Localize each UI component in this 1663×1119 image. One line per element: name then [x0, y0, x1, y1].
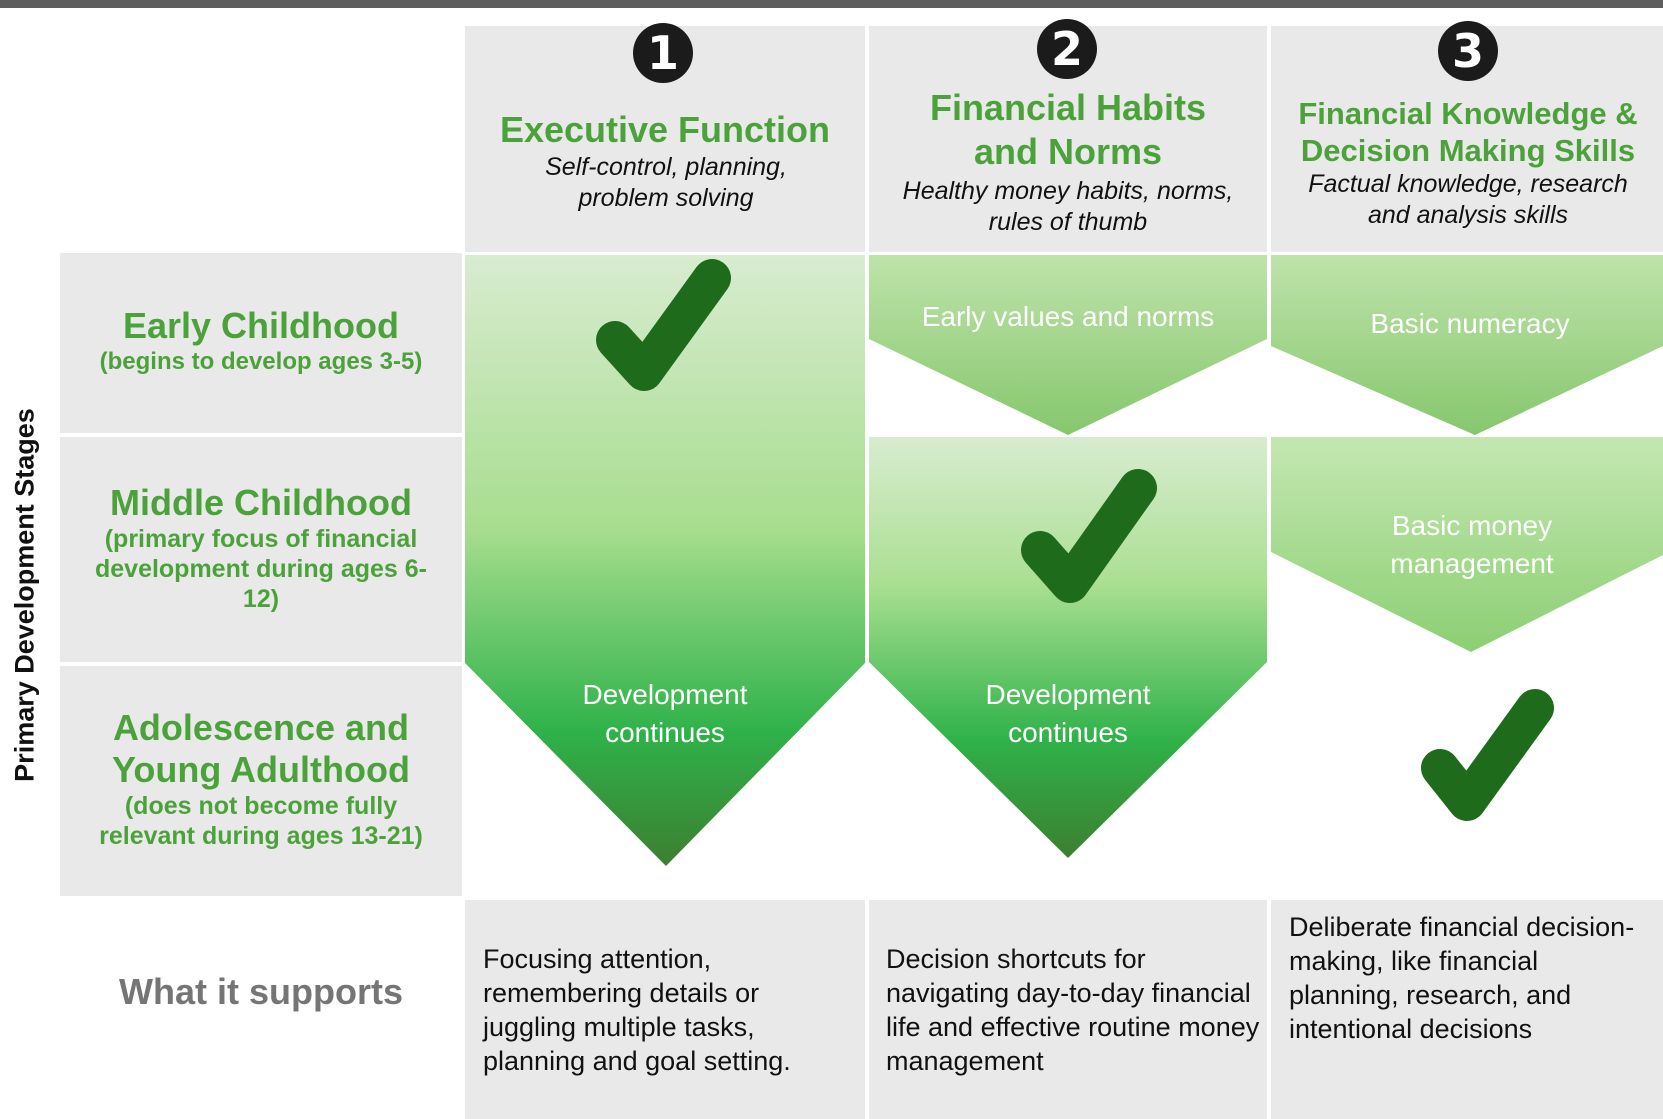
support-box-3 [1271, 900, 1663, 1119]
supports-text: Deliberate financial decision-making, li… [1289, 912, 1635, 1044]
stage-subtitle: (does not become fully relevant during a… [99, 792, 423, 850]
stage-title: Early Childhood [122, 305, 399, 346]
stage-box-early [60, 253, 462, 433]
support-box-1 [465, 900, 865, 1119]
stage-adolescence: Adolescence and Young Adulthood (does no… [82, 707, 440, 851]
arrow-text: Basic numeracy [1370, 308, 1570, 339]
stage-subtitle: (begins to develop ages 3-5) [99, 348, 423, 375]
stage-title: Adolescence and Young Adulthood [112, 707, 410, 790]
arrow-habits-continues [869, 437, 1267, 858]
check-icon [1021, 469, 1157, 603]
column-title: Executive Function [499, 109, 831, 150]
stage-middle: Middle Childhood (primary focus of finan… [80, 482, 442, 614]
arrow-text: Development continues [985, 679, 1151, 748]
number-badge: 1 [633, 23, 693, 83]
check-icon [596, 259, 731, 391]
column-subtitle: Self-control, planning, problem solving [545, 153, 787, 212]
top-rule [0, 0, 1663, 8]
number-badge: 3 [1438, 21, 1498, 81]
column-title: Financial Habits and Norms [929, 87, 1207, 172]
arrow-executive-function [465, 255, 865, 866]
supports-text: Decision shortcuts for navigating day-to… [886, 944, 1260, 1076]
column-subtitle: Healthy money habits, norms, rules of th… [902, 177, 1234, 236]
stage-title: Middle Childhood [110, 482, 412, 523]
stage-box-adolescence [60, 666, 462, 896]
stage-early: Early Childhood (begins to develop ages … [72, 305, 450, 377]
number-badge: 2 [1037, 19, 1097, 79]
arrow-text: Development continues [582, 679, 748, 748]
check-icon [1421, 689, 1554, 821]
arrow-text: Basic money management [1390, 510, 1554, 579]
arrow-text: Early values and norms [921, 301, 1215, 332]
supports-text: Focusing attention, remembering details … [483, 944, 791, 1076]
stage-box-middle [60, 437, 462, 662]
arrow-knowledge-early [1271, 255, 1663, 435]
arrow-knowledge-middle [1271, 437, 1663, 652]
support-box-2 [869, 900, 1267, 1119]
stage-subtitle: (primary focus of financial development … [94, 525, 427, 613]
column-subtitle: Factual knowledge, research and analysis… [1308, 170, 1628, 229]
supports-label: What it supports [119, 971, 403, 1012]
arrow-habits-early [869, 255, 1267, 435]
column-title: Financial Knowledge & Decision Making Sk… [1298, 96, 1638, 168]
